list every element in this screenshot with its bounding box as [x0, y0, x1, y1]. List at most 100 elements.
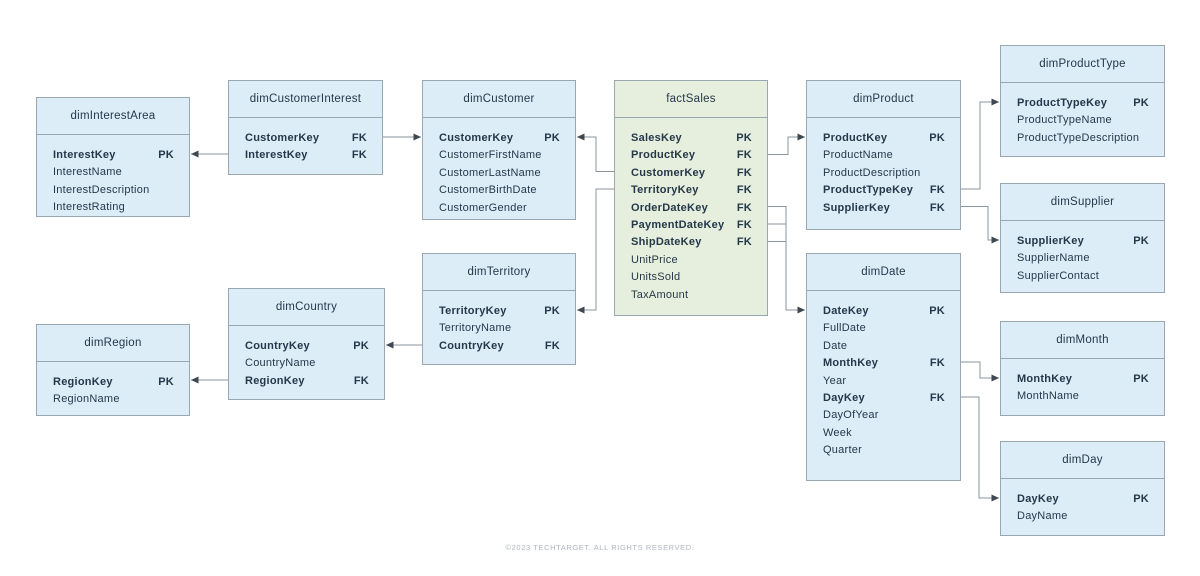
relationship-line	[768, 133, 805, 155]
field-name: CustomerBirthDate	[439, 184, 537, 197]
key-badge: PK	[929, 132, 945, 144]
relationship-line	[768, 206, 805, 314]
key-badge: FK	[929, 357, 945, 370]
key-badge: FK	[736, 219, 752, 232]
key-badge: PK	[1133, 493, 1149, 505]
table-title: dimCountry	[229, 289, 384, 326]
field-row: Year	[823, 373, 945, 390]
field-name: ProductTypeKey	[823, 184, 914, 197]
field-row: CustomerGender	[439, 200, 560, 217]
field-name: Quarter	[823, 444, 863, 457]
table-title: dimDay	[1001, 442, 1164, 479]
key-badge: FK	[544, 339, 560, 352]
field-name: TerritoryKey	[439, 305, 507, 317]
field-row: SupplierContact	[1017, 268, 1149, 285]
key-badge: FK	[736, 166, 752, 179]
key-badge: PK	[1133, 235, 1149, 247]
field-name: DayOfYear	[823, 409, 879, 422]
field-name: TerritoryName	[439, 322, 512, 335]
key-badge: PK	[1133, 97, 1149, 109]
field-name: CustomerKey	[245, 132, 320, 144]
relationship-line	[961, 396, 999, 502]
field-row: TerritoryKey PK	[439, 303, 560, 320]
table-title: factSales	[615, 81, 767, 118]
field-name: SupplierKey	[823, 201, 890, 214]
field-row: CustomerKey PK	[439, 130, 560, 147]
field-name: RegionName	[53, 393, 120, 406]
field-name: ProductTypeKey	[1017, 97, 1108, 109]
field-name: ProductDescription	[823, 166, 921, 179]
field-name: OrderDateKey	[631, 201, 708, 214]
key-badge: PK	[544, 132, 560, 144]
field-name: TaxAmount	[631, 288, 689, 301]
field-row: InterestName	[53, 164, 174, 181]
field-name: SupplierContact	[1017, 269, 1100, 282]
field-row: MonthName	[1017, 388, 1149, 405]
field-row: CountryName	[245, 355, 369, 372]
relationship-line	[961, 361, 999, 382]
field-row: ProductTypeName	[1017, 112, 1149, 129]
key-badge: FK	[929, 184, 945, 197]
field-row: TerritoryName	[439, 320, 560, 337]
field-row: SupplierName	[1017, 250, 1149, 267]
table-title: dimRegion	[37, 325, 189, 362]
field-row: ProductTypeKey PK	[1017, 95, 1149, 112]
field-name: CountryName	[245, 357, 316, 370]
field-name: CustomerLastName	[439, 166, 541, 179]
field-name: DayKey	[823, 392, 865, 405]
field-name: DayKey	[1017, 493, 1059, 505]
field-row: InterestDescription	[53, 182, 174, 199]
field-name: DayName	[1017, 510, 1068, 523]
field-row: UnitsSold	[631, 269, 752, 286]
field-row: ProductName	[823, 147, 945, 164]
key-badge: FK	[353, 374, 369, 387]
field-name: InterestRating	[53, 201, 125, 214]
table-title: dimSupplier	[1001, 184, 1164, 221]
key-badge: FK	[736, 184, 752, 197]
table-title: dimTerritory	[423, 254, 575, 291]
field-row: RegionKey FK	[245, 373, 369, 390]
copyright-footer: ©2023 TECHTARGET. ALL RIGHTS RESERVED.	[505, 543, 695, 552]
field-row: MonthKey FK	[823, 355, 945, 372]
field-row: UnitPrice	[631, 252, 752, 269]
table-title: dimCustomer	[423, 81, 575, 118]
field-name: RegionKey	[245, 374, 305, 387]
field-name: SalesKey	[631, 132, 682, 144]
field-name: CustomerKey	[439, 132, 514, 144]
key-badge: PK	[544, 305, 560, 317]
field-name: MonthKey	[823, 357, 879, 370]
field-row: DayKey PK	[1017, 491, 1149, 508]
field-name: RegionKey	[53, 376, 113, 388]
field-name: ShipDateKey	[631, 236, 702, 249]
